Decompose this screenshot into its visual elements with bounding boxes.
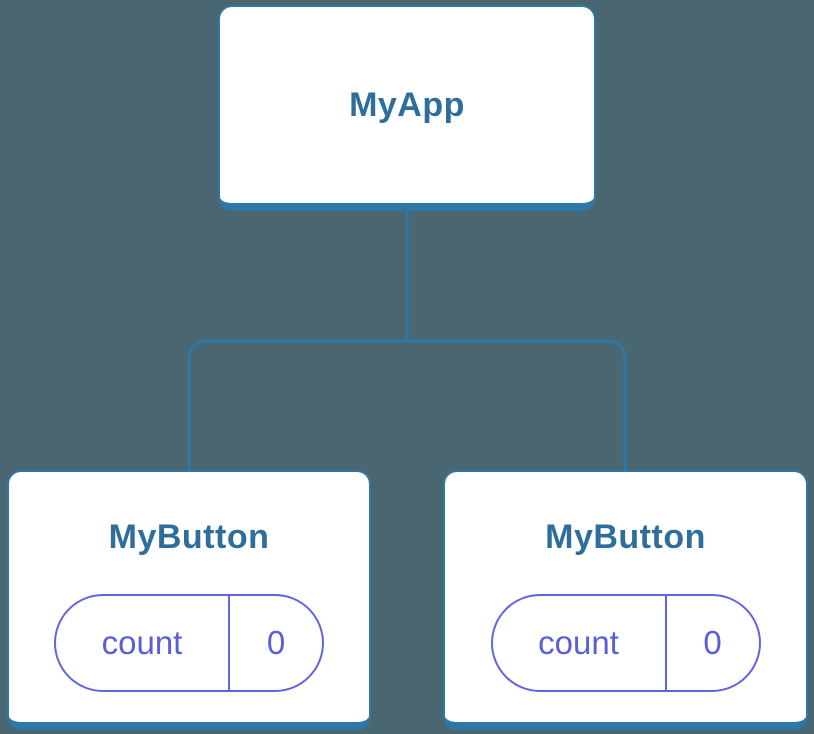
connector-children-bracket <box>187 339 627 472</box>
state-value-cell-2: 0 <box>667 596 759 690</box>
node-label-mybutton-1: MyButton <box>108 518 270 556</box>
state-pill-2: count 0 <box>490 594 761 692</box>
node-label-myapp: MyApp <box>349 86 465 124</box>
state-value-label-1: 0 <box>266 624 286 661</box>
state-value-label-2: 0 <box>703 624 722 661</box>
state-key-label-1: count <box>101 624 183 661</box>
state-value-cell-1: 0 <box>230 596 322 690</box>
state-pill-1: count 0 <box>54 594 324 692</box>
state-key-cell-1: count <box>56 596 230 690</box>
component-node-mybutton-1: MyButton count 0 <box>7 470 371 730</box>
state-key-label-2: count <box>538 624 619 661</box>
component-node-mybutton-2: MyButton count 0 <box>443 470 808 730</box>
node-label-mybutton-2: MyButton <box>545 518 706 556</box>
component-node-myapp: MyApp <box>218 5 596 211</box>
state-key-cell-2: count <box>493 596 667 690</box>
